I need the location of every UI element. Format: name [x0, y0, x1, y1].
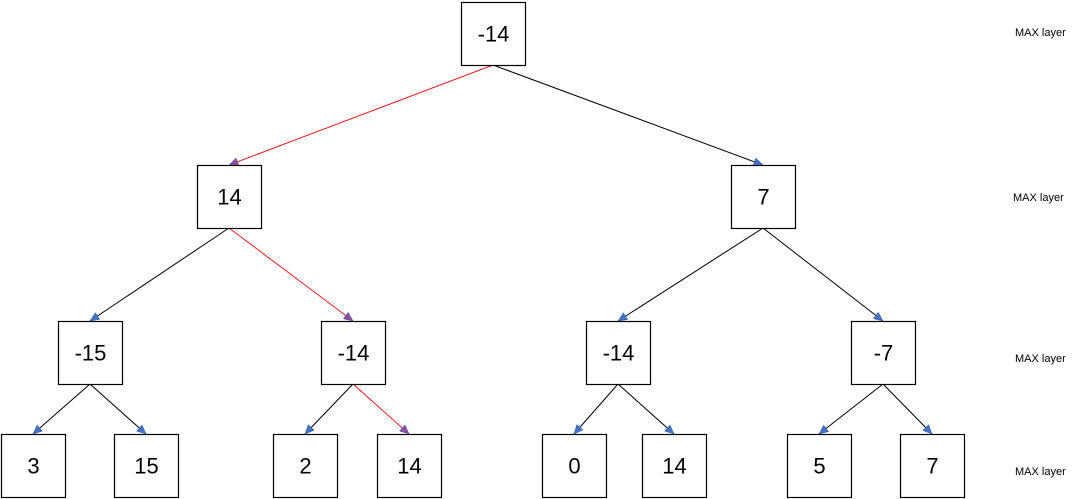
tree-node-leaf-8: 7: [899, 433, 966, 499]
edge-l2-a-to-leaf-2: [89, 383, 147, 435]
tree-node-leaf-1: 3: [0, 433, 67, 499]
tree-node-leaf-6: 14: [641, 433, 708, 499]
arrowhead-icon: [399, 424, 410, 435]
edge-l2-c-to-leaf-5: [573, 383, 619, 435]
layer-label-0: MAX layer: [1015, 27, 1066, 39]
node-box: [272, 433, 339, 499]
arrowhead-icon: [818, 424, 830, 435]
arrowhead-icon: [89, 312, 101, 322]
tree-node-root: -14: [460, 1, 527, 67]
edge-line: [89, 383, 147, 435]
edge-l1-right-to-l2-c: [617, 227, 764, 322]
node-value: -14: [338, 341, 370, 366]
layer-label-3: MAX layer: [1015, 466, 1066, 478]
arrowhead-icon: [617, 312, 629, 322]
node-value: 3: [27, 454, 39, 479]
node-box: [57, 320, 124, 386]
layer-labels: MAX layer MAX layer MAX layer MAX layer: [1013, 27, 1066, 478]
layer-label-1: MAX layer: [1013, 192, 1064, 204]
tree-node-leaf-2: 15: [113, 433, 180, 499]
edge-line: [352, 383, 410, 435]
edge-line: [573, 383, 619, 435]
node-box: [376, 433, 443, 499]
node-value: 0: [568, 454, 580, 479]
edge-line: [228, 227, 354, 322]
tree-node-l2-d: -7: [850, 320, 917, 386]
edge-line: [882, 383, 933, 435]
edge-line: [32, 383, 91, 435]
node-box: [541, 433, 608, 499]
node-box: [196, 164, 263, 230]
edge-l2-c-to-leaf-6: [617, 383, 675, 435]
edge-l1-right-to-l2-d: [762, 227, 884, 322]
arrowhead-icon: [32, 424, 43, 435]
node-value: 14: [662, 454, 686, 479]
edge-root-to-l1-left: [228, 64, 494, 166]
layer-label-2: MAX layer: [1015, 353, 1066, 365]
edge-line: [617, 227, 764, 322]
node-box: [113, 433, 180, 499]
arrowhead-icon: [872, 311, 884, 322]
tree-node-l2-a: -15: [57, 320, 124, 386]
tree-node-leaf-4: 14: [376, 433, 443, 499]
node-value: 7: [757, 185, 769, 210]
tree-node-l1-right: 7: [730, 164, 797, 230]
node-value: 15: [134, 454, 158, 479]
arrowhead-icon: [342, 311, 354, 322]
tree-node-leaf-7: 5: [786, 433, 853, 499]
arrowhead-icon: [922, 424, 933, 435]
tree-node-l2-b: -14: [320, 320, 387, 386]
edge-l1-left-to-l2-b: [228, 227, 354, 322]
arrowhead-icon: [752, 157, 764, 166]
arrowhead-icon: [228, 157, 240, 166]
edge-l2-d-to-leaf-8: [882, 383, 933, 435]
node-box: [730, 164, 797, 230]
node-value: 14: [397, 454, 421, 479]
edge-l2-b-to-leaf-4: [352, 383, 410, 435]
node-box: [585, 320, 652, 386]
node-value: 7: [926, 454, 938, 479]
nodes-layer: -14 14 7 -15 -14 -14 -7 3 15 2 14 0 14 5 7: [0, 1, 966, 499]
edge-line: [818, 383, 884, 435]
node-value: 14: [217, 185, 241, 210]
arrowhead-icon: [664, 424, 675, 435]
edge-l1-left-to-l2-a: [89, 227, 230, 322]
node-value: -14: [478, 22, 510, 47]
node-box: [899, 433, 966, 499]
node-box: [641, 433, 708, 499]
edges-layer: [32, 64, 933, 435]
edge-l2-d-to-leaf-7: [818, 383, 884, 435]
tree-node-l1-left: 14: [196, 164, 263, 230]
edge-l2-b-to-leaf-3: [304, 383, 354, 435]
node-value: -7: [874, 341, 894, 366]
node-box: [0, 433, 67, 499]
tree-node-leaf-3: 2: [272, 433, 339, 499]
tree-node-leaf-5: 0: [541, 433, 608, 499]
node-box: [850, 320, 917, 386]
edge-line: [304, 383, 354, 435]
edge-line: [228, 64, 494, 166]
edge-l2-a-to-leaf-1: [32, 383, 91, 435]
arrowhead-icon: [573, 424, 584, 435]
node-value: 5: [813, 454, 825, 479]
node-box: [320, 320, 387, 386]
edge-line: [89, 227, 230, 322]
arrowhead-icon: [304, 424, 315, 435]
arrowhead-icon: [136, 424, 147, 435]
edge-root-to-l1-right: [492, 64, 764, 166]
edge-line: [492, 64, 764, 166]
node-box: [460, 1, 527, 67]
node-value: -15: [75, 341, 107, 366]
node-box: [786, 433, 853, 499]
node-value: -14: [603, 341, 635, 366]
edge-line: [762, 227, 884, 322]
node-value: 2: [299, 454, 311, 479]
edge-line: [617, 383, 675, 435]
tree-node-l2-c: -14: [585, 320, 652, 386]
